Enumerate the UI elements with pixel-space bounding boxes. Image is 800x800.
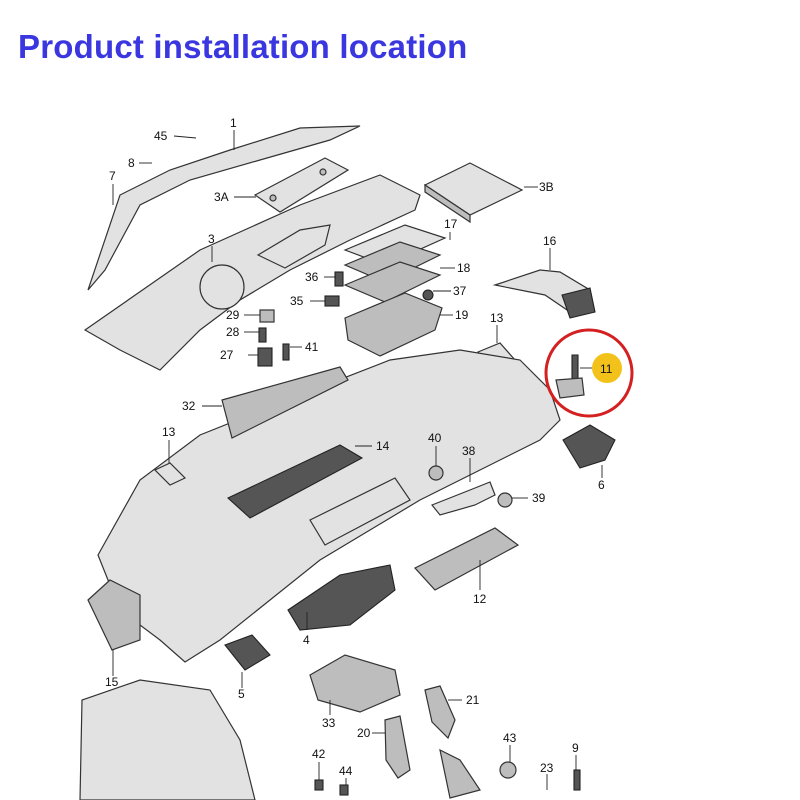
seat-outline <box>79 679 256 800</box>
callout-15: 15 <box>105 675 119 689</box>
callout-32: 32 <box>182 399 196 413</box>
callout-38: 38 <box>462 444 476 458</box>
callout-33: 33 <box>322 716 336 730</box>
callout-13-lower: 13 <box>162 425 176 439</box>
callout-16: 16 <box>543 234 557 248</box>
callout-43: 43 <box>503 731 517 745</box>
callout-21: 21 <box>466 693 480 707</box>
callout-3a: 3A <box>214 190 229 204</box>
callout-11: 11 <box>600 362 613 376</box>
callout-20: 20 <box>357 726 371 740</box>
callout-1: 1 <box>230 116 237 130</box>
callout-45: 45 <box>154 129 168 143</box>
lower-ducts <box>87 564 396 671</box>
callout-18: 18 <box>457 261 471 275</box>
callout-3: 3 <box>208 232 215 246</box>
callout-44: 44 <box>339 764 353 778</box>
vent-6 <box>562 424 616 469</box>
callout-41: 41 <box>305 340 319 354</box>
callout-6: 6 <box>598 478 605 492</box>
small-clips <box>257 271 434 367</box>
callout-4: 4 <box>303 633 310 647</box>
callout-36: 36 <box>305 270 319 284</box>
cover-3b <box>423 162 524 224</box>
callout-37: 37 <box>453 284 467 298</box>
air-duct-16 <box>492 269 596 319</box>
cowl-trim-part <box>83 125 421 371</box>
callout-35: 35 <box>290 294 304 308</box>
callout-23: 23 <box>540 761 554 775</box>
part-11-ring <box>544 328 634 418</box>
lower-center-parts <box>309 654 581 799</box>
page-title: Product installation location <box>18 28 468 65</box>
dashboard-main-body <box>97 349 561 663</box>
callout-28: 28 <box>226 325 240 339</box>
callout-29: 29 <box>226 308 240 322</box>
callout-13-upper: 13 <box>490 311 504 325</box>
housing-19 <box>344 292 443 357</box>
callout-42: 42 <box>312 747 326 761</box>
callout-17: 17 <box>444 217 458 231</box>
callout-12: 12 <box>473 592 487 606</box>
part-11-marker <box>592 353 622 383</box>
leader-lines <box>112 130 603 790</box>
filter-parts <box>343 224 447 303</box>
callout-19: 19 <box>455 308 469 322</box>
callout-8: 8 <box>128 156 135 170</box>
callout-9: 9 <box>572 741 579 755</box>
callout-14: 14 <box>376 439 390 453</box>
callout-3b: 3B <box>539 180 554 194</box>
part-11-highlight <box>544 328 634 418</box>
callout-40: 40 <box>428 431 442 445</box>
cover-panel-3a <box>253 157 350 213</box>
callout-39: 39 <box>532 491 546 505</box>
callout-5: 5 <box>238 687 245 701</box>
callout-7: 7 <box>109 169 116 183</box>
duct-parts-38-40 <box>428 465 513 516</box>
callout-27: 27 <box>220 348 234 362</box>
callout-labels: 45 1 8 7 3A 3B 3 17 16 18 36 37 35 29 19… <box>105 116 613 778</box>
